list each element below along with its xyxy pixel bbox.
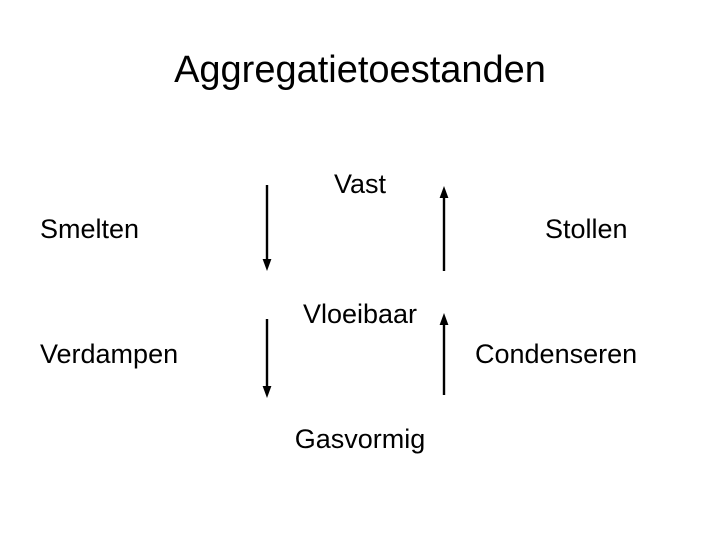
up-arrow-icon — [439, 186, 449, 271]
down-arrow-icon — [262, 319, 272, 398]
up-arrow-icon — [439, 313, 449, 395]
process-label-verdampen: Verdampen — [40, 339, 179, 369]
state-label-vast: Vast — [333, 169, 387, 199]
process-label-condenseren: Condenseren — [475, 339, 638, 369]
process-label-smelten: Smelten — [40, 214, 140, 244]
state-label-gasvormig: Gasvormig — [294, 424, 426, 454]
page-title: Aggregatietoestanden — [174, 49, 546, 91]
state-label-vloeibaar: Vloeibaar — [302, 299, 418, 329]
process-label-stollen: Stollen — [545, 214, 628, 244]
down-arrow-icon — [262, 185, 272, 271]
